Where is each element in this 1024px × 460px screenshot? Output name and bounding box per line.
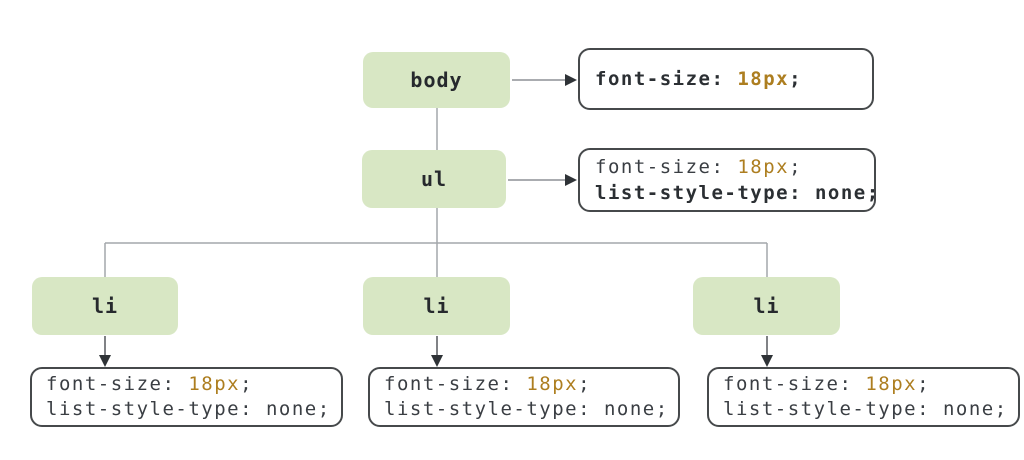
arrow-right-icon [565,74,577,86]
css-semicolon: ; [789,68,803,90]
css-declaration-font-size: font-size: 18px; [384,372,664,397]
css-semicolon: ; [317,398,331,420]
css-property: font-size: [595,156,738,178]
ruleset-li-3: font-size: 18px; list-style-type: none; [707,367,1020,427]
css-semicolon: ; [240,373,254,395]
node-li-3: li [693,277,840,335]
css-semicolon: ; [578,373,592,395]
css-property: list-style-type: [46,398,266,420]
css-declaration-font-size: font-size: 18px; [595,154,859,180]
node-label: li [753,294,780,318]
ruleset-ul: font-size: 18px; list-style-type: none; [578,148,878,212]
css-declaration-list-style-type: list-style-type: none; [595,180,878,206]
arrow-down-icon [99,355,111,367]
css-property: font-size: [595,68,738,90]
css-value: none [814,182,867,204]
node-body: body [363,52,510,108]
css-semicolon: ; [866,182,880,204]
css-semicolon: ; [655,398,669,420]
node-li-2: li [363,277,510,335]
css-semicolon: ; [994,398,1008,420]
css-value: 18px [865,373,918,395]
css-property: list-style-type: [595,182,815,204]
node-label: li [91,294,119,318]
css-value: none [265,398,318,420]
css-property: list-style-type: [723,398,943,420]
css-value: 18px [737,68,790,90]
ruleset-body: font-size: 18px; [578,48,874,110]
css-value: none [603,398,656,420]
css-declaration-font-size: font-size: 18px; [595,66,857,92]
arrow-down-icon [761,355,773,367]
node-label: ul [420,167,448,191]
css-declaration-list-style-type: list-style-type: none; [723,397,1006,422]
node-li-1: li [32,277,178,335]
css-property: font-size: [723,373,866,395]
node-ul: ul [362,150,506,208]
css-value: 18px [737,156,790,178]
css-declaration-list-style-type: list-style-type: none; [384,397,667,422]
css-value: none [942,398,995,420]
css-declaration-font-size: font-size: 18px; [723,372,1004,397]
css-semicolon: ; [789,156,803,178]
css-property: font-size: [384,373,527,395]
css-semicolon: ; [917,373,931,395]
ruleset-li-1: font-size: 18px; list-style-type: none; [30,367,343,427]
css-value: 18px [188,373,241,395]
css-value: 18px [526,373,579,395]
node-label: body [410,68,463,92]
ruleset-li-2: font-size: 18px; list-style-type: none; [368,367,680,427]
css-property: list-style-type: [384,398,604,420]
arrow-down-icon [431,355,443,367]
css-declaration-list-style-type: list-style-type: none; [46,397,329,422]
css-declaration-font-size: font-size: 18px; [46,372,327,397]
node-label: li [423,294,450,318]
css-property: font-size: [46,373,189,395]
arrow-right-icon [565,174,577,186]
